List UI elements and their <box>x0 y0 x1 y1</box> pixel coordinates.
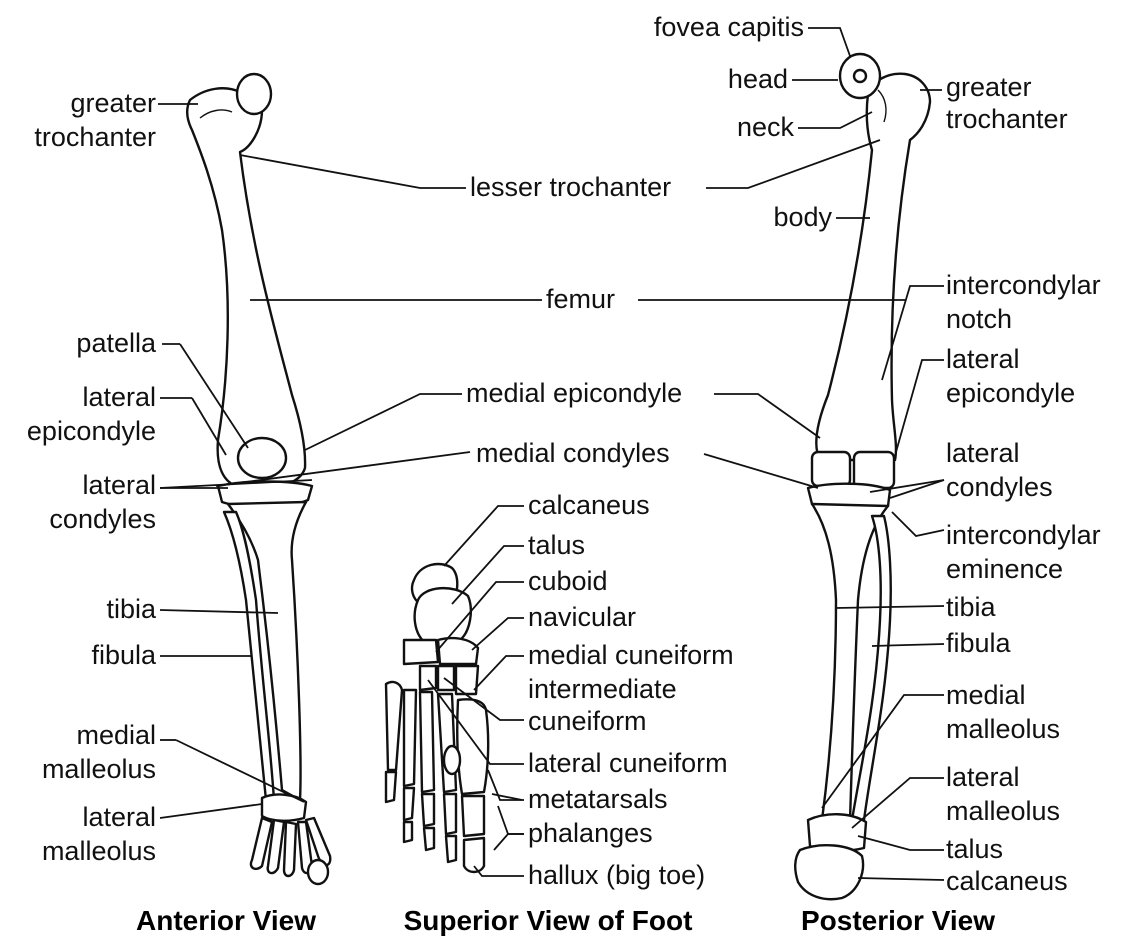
posterior-leg-illustration <box>795 54 930 899</box>
label-tibia-right: tibia <box>946 592 997 622</box>
label-lateral-epicondyle-r1: lateral <box>946 344 1020 374</box>
label-talus-foot: talus <box>528 530 585 560</box>
label-greater-trochanter-l2: trochanter <box>34 122 156 152</box>
posterior-medial-condyle <box>812 452 850 486</box>
label-greater-trochanter-l1: greater <box>70 88 156 118</box>
caption-posterior-view: Posterior View <box>801 905 995 936</box>
label-fovea-capitis: fovea capitis <box>654 12 804 42</box>
label-patella: patella <box>76 328 157 358</box>
foot-cuboid <box>404 640 438 664</box>
label-medial-malleolus-r2: malleolus <box>946 714 1060 744</box>
label-medial-condyles: medial condyles <box>476 438 670 468</box>
label-talus-right: talus <box>946 834 1003 864</box>
label-greater-trochanter-r2: trochanter <box>946 104 1068 134</box>
label-body: body <box>773 202 832 232</box>
label-intercondylar-notch-1: intercondylar <box>946 270 1101 300</box>
labels: greater trochanter patella lateral epico… <box>27 12 1101 896</box>
label-metatarsals: metatarsals <box>528 784 668 814</box>
label-lateral-condyles-l2: condyles <box>49 504 156 534</box>
label-intermediate-cuneiform-1: intermediate <box>528 674 677 704</box>
label-lateral-malleolus-l1: lateral <box>82 802 156 832</box>
label-lateral-epicondyle-l1: lateral <box>82 382 156 412</box>
label-calcaneus-foot: calcaneus <box>528 490 650 520</box>
anterior-femur <box>187 88 305 489</box>
posterior-femur <box>816 74 930 460</box>
label-intercondylar-eminence-2: eminence <box>946 554 1063 584</box>
label-medial-epicondyle: medial epicondyle <box>466 378 682 408</box>
label-head: head <box>728 64 788 94</box>
label-tibia-left: tibia <box>106 594 157 624</box>
label-fibula-left: fibula <box>91 640 157 670</box>
posterior-calcaneus <box>795 845 863 899</box>
label-lateral-condyles-l1: lateral <box>82 470 156 500</box>
label-lateral-condyles-r1: lateral <box>946 438 1020 468</box>
caption-anterior-view: Anterior View <box>136 905 316 936</box>
label-medial-cuneiform: medial cuneiform <box>528 640 734 670</box>
posterior-lateral-condyle <box>854 452 894 488</box>
label-hallux: hallux (big toe) <box>528 860 705 890</box>
label-medial-malleolus-l2: malleolus <box>42 754 156 784</box>
caption-superior-view-of-foot: Superior View of Foot <box>404 905 693 936</box>
anterior-leg-illustration <box>187 74 330 884</box>
label-lateral-malleolus-r2: malleolus <box>946 796 1060 826</box>
label-calcaneus-right: calcaneus <box>946 866 1068 896</box>
label-fibula-right: fibula <box>946 628 1012 658</box>
label-lateral-cuneiform: lateral cuneiform <box>528 748 728 778</box>
label-lateral-malleolus-l2: malleolus <box>42 836 156 866</box>
label-neck: neck <box>737 112 795 142</box>
label-lateral-epicondyle-r2: epicondyle <box>946 378 1075 408</box>
label-cuboid: cuboid <box>528 566 608 596</box>
anterior-femoral-head <box>237 74 271 114</box>
anterior-foot <box>251 818 330 884</box>
label-phalanges: phalanges <box>528 818 653 848</box>
label-femur: femur <box>546 284 615 314</box>
label-lateral-epicondyle-l2: epicondyle <box>27 416 156 446</box>
captions: Anterior View Superior View of Foot Post… <box>136 905 995 936</box>
label-medial-malleolus-r1: medial <box>946 680 1026 710</box>
label-greater-trochanter-r1: greater <box>946 72 1032 102</box>
label-medial-malleolus-l1: medial <box>76 720 156 750</box>
label-lesser-trochanter: lesser trochanter <box>470 172 671 202</box>
foot-talus <box>415 588 471 642</box>
label-intercondylar-notch-2: notch <box>946 304 1012 334</box>
label-intermediate-cuneiform-2: cuneiform <box>528 706 647 736</box>
label-lateral-condyles-r2: condyles <box>946 472 1053 502</box>
label-navicular: navicular <box>528 602 636 632</box>
label-lateral-malleolus-r1: lateral <box>946 762 1020 792</box>
label-intercondylar-eminence-1: intercondylar <box>946 520 1101 550</box>
